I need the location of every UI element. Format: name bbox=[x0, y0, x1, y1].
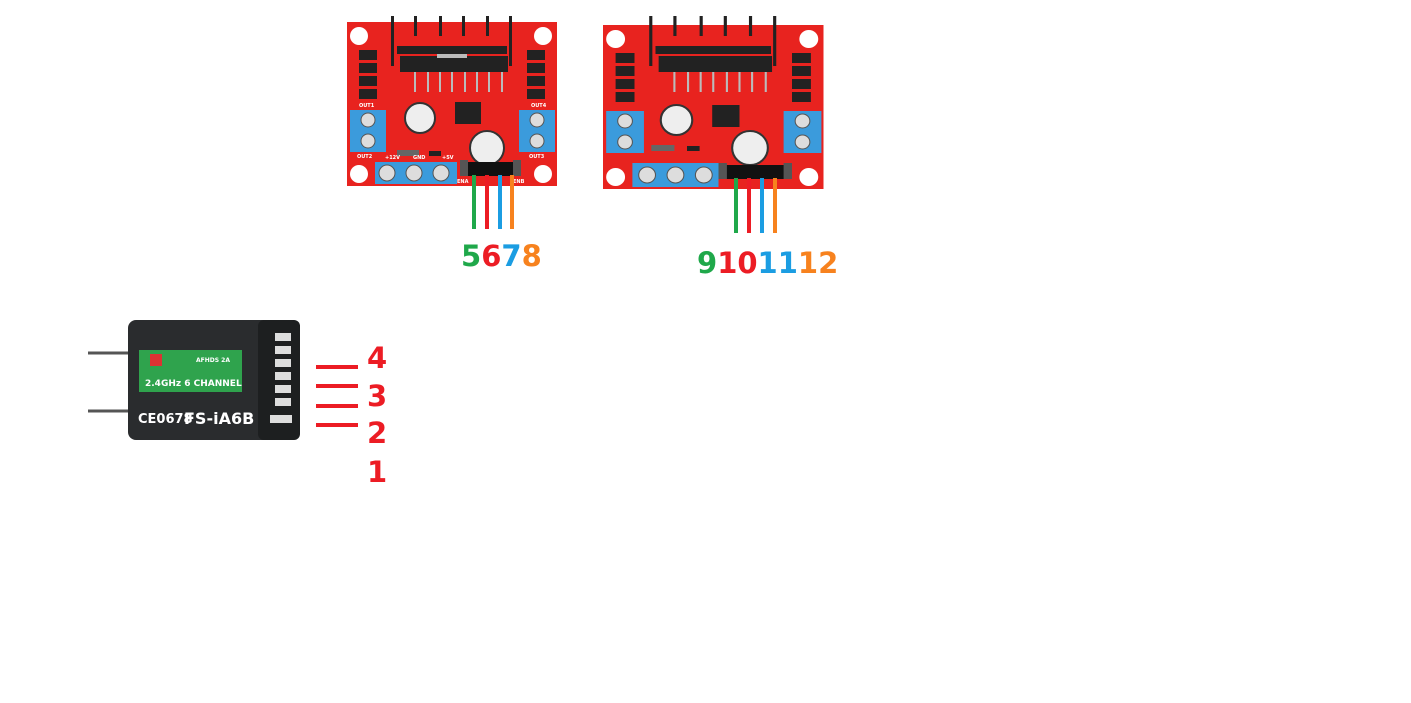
capacitor bbox=[469, 130, 505, 166]
label-5v: +5V bbox=[442, 155, 454, 161]
channel-label-1: 1 bbox=[367, 455, 387, 489]
motor-driver-board-1: OUT1 OUT4 OUT2 OUT3 +12V GND +5V ENA ENB bbox=[347, 16, 557, 186]
wires-driver-1 bbox=[472, 175, 514, 229]
receiver-channel-leads bbox=[316, 365, 358, 427]
channel-ports bbox=[270, 333, 292, 423]
regulator bbox=[455, 102, 481, 124]
receiver-model: FS-iA6B bbox=[184, 409, 254, 428]
receiver-mode: AFHDS 2A bbox=[196, 357, 230, 364]
label-enb: ENB bbox=[513, 179, 525, 185]
pin-numbers-driver-2: 9101112 bbox=[697, 246, 838, 280]
pin-numbers-driver-1: 5678 bbox=[461, 239, 542, 273]
wires-driver-2 bbox=[734, 178, 777, 233]
input-header bbox=[460, 162, 518, 176]
label-out3: OUT3 bbox=[529, 154, 545, 160]
receiver-band: 2.4GHz 6 CHANNEL bbox=[145, 379, 242, 389]
receiver-cert: CE0678 bbox=[138, 412, 193, 427]
rc-receiver: AFHDS 2A 2.4GHz 6 CHANNEL CE0678 FS-iA6B bbox=[88, 320, 300, 440]
label-12v: +12V bbox=[385, 155, 400, 161]
channel-label-4: 4 bbox=[367, 341, 387, 375]
heatsink bbox=[391, 16, 512, 72]
label-out2: OUT2 bbox=[357, 154, 373, 160]
label-gnd: GND bbox=[413, 155, 425, 161]
chip-leads bbox=[414, 72, 503, 92]
label-out1: OUT1 bbox=[359, 103, 375, 109]
channel-label-2: 2 bbox=[367, 416, 387, 450]
diodes bbox=[359, 50, 545, 99]
capacitor bbox=[404, 102, 436, 134]
channel-label-3: 3 bbox=[367, 379, 387, 413]
label-ena: ENA bbox=[457, 179, 469, 185]
motor-driver-board-2 bbox=[603, 16, 824, 189]
label-out4: OUT4 bbox=[531, 103, 547, 109]
